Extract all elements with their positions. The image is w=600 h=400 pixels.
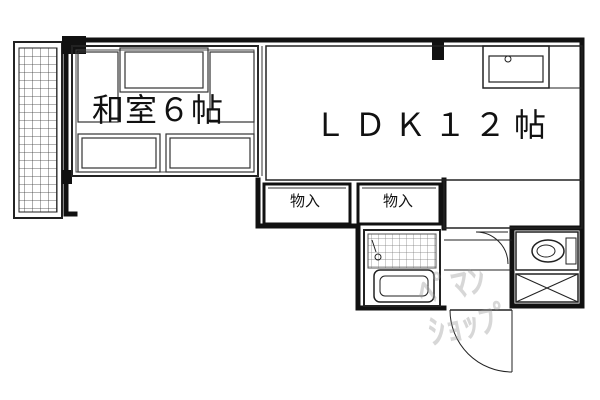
washitsu-label: 和室６帖 <box>92 91 225 129</box>
washer-space <box>515 273 579 303</box>
entrance-door <box>444 239 513 373</box>
ldk-room <box>265 45 583 229</box>
unit-bath <box>363 229 441 307</box>
exterior-walls <box>63 37 585 311</box>
balcony <box>13 41 63 219</box>
closet-2-label: 物入 <box>383 192 414 210</box>
toilet <box>515 231 579 271</box>
kitchen-sink <box>482 45 582 89</box>
fusuma-doors <box>257 46 267 176</box>
tatami-mats <box>77 47 255 173</box>
closet-1 <box>262 182 352 226</box>
ldk-label: ＬＤＫ１２帖 <box>314 106 555 144</box>
closet-1-label: 物入 <box>290 192 321 210</box>
closet-2 <box>356 182 442 226</box>
toilet-door <box>475 231 509 265</box>
